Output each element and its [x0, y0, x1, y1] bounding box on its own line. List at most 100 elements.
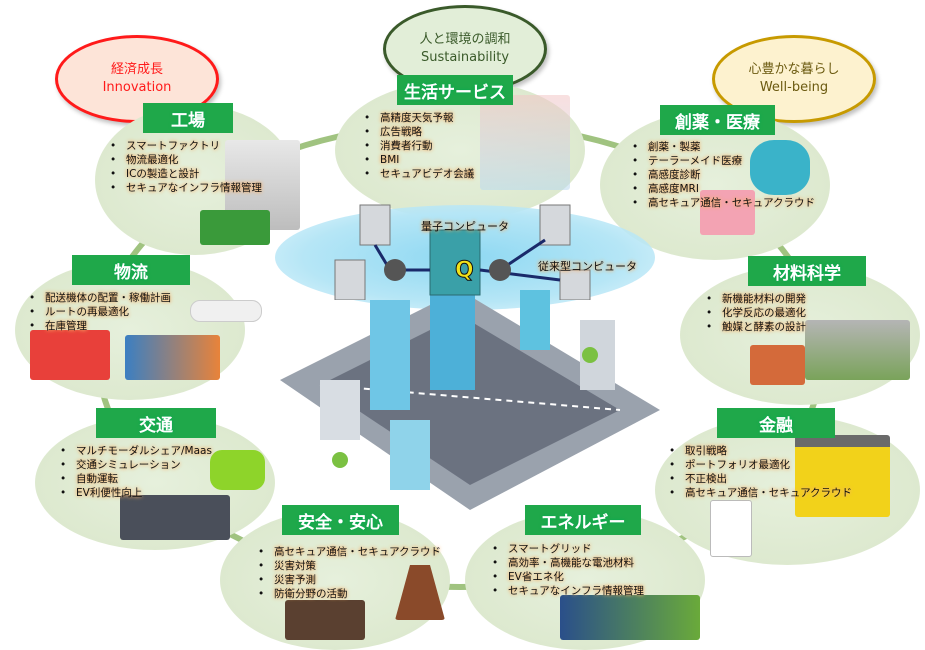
- list-item: 自動運転: [58, 472, 212, 486]
- value-sustainability-en: Sustainability: [420, 50, 510, 65]
- quantum-computer-label: 量子コンピュータ: [421, 220, 509, 233]
- ev-car-illustration: [210, 450, 265, 490]
- sector-title-drug-medical: 創薬・医療: [660, 105, 775, 135]
- list-item: 高効率・高機能な電池材料: [490, 556, 644, 570]
- smart-city-illustration: [280, 280, 660, 510]
- list-item-text: スマートグリッド: [508, 543, 592, 555]
- list-item: 高セキュア通信・セキュアクラウド: [256, 545, 441, 559]
- list-item-text: 広告戦略: [380, 126, 422, 138]
- sector-items-materials: 新機能材料の開発化学反応の最適化触媒と酵素の設計: [704, 292, 806, 334]
- value-wellbeing-en: Well-being: [759, 80, 829, 95]
- list-item-text: 自動運転: [76, 473, 118, 485]
- list-item: 高セキュア通信・セキュアクラウド: [630, 196, 815, 210]
- list-item: 災害予測: [256, 573, 441, 587]
- chemical-plant-illustration: [805, 320, 910, 380]
- sector-title-life-services: 生活サービス: [397, 75, 513, 105]
- list-item-text: ルートの再最適化: [45, 306, 129, 318]
- list-item: 触媒と酵素の設計: [704, 320, 806, 334]
- list-item-text: 高感度MRI: [648, 183, 699, 195]
- value-innovation-jp: 経済成長: [110, 62, 163, 77]
- list-item: マルチモーダルシェア/Maas: [58, 444, 212, 458]
- list-item-text: 取引戦略: [685, 445, 727, 457]
- factory-greenhouse: [200, 210, 270, 245]
- sector-title-transport: 交通: [96, 408, 216, 438]
- airplane-illustration: [190, 300, 262, 322]
- list-item-text: セキュアなインフラ情報管理: [126, 182, 262, 194]
- list-item-text: 高セキュア通信・セキュアクラウド: [685, 487, 853, 499]
- list-item: 取引戦略: [667, 444, 852, 458]
- value-wellbeing-jp: 心豊かな暮らし: [748, 62, 840, 77]
- list-item-text: 高効率・高機能な電池材料: [508, 557, 634, 569]
- list-item-text: テーラーメイド医療: [648, 155, 743, 167]
- list-item: 交通シミュレーション: [58, 458, 212, 472]
- server-icon: [359, 204, 391, 246]
- list-item-text: 交通シミュレーション: [76, 459, 181, 471]
- list-item-text: ICの製造と設計: [126, 168, 200, 180]
- list-item-text: 物流最適化: [126, 154, 179, 166]
- list-item: セキュアビデオ会議: [362, 167, 474, 181]
- sector-items-transport: マルチモーダルシェア/Maas 交通シミュレーション自動運転 EV利便性向上: [58, 444, 212, 500]
- list-item-text: EV省エネ化: [508, 571, 564, 583]
- list-item-text: 創薬・製薬: [648, 141, 701, 153]
- scientist-illustration: [750, 345, 805, 385]
- cargo-ship-illustration: [125, 335, 220, 380]
- sector-title-factory: 工場: [143, 103, 233, 133]
- list-item-text: スマートファクトリ: [126, 140, 221, 152]
- list-item-text: 化学反応の最適化: [722, 307, 806, 319]
- list-item-text: 高感度診断: [648, 169, 701, 181]
- list-item: スマートファクトリ: [108, 139, 262, 153]
- list-item: BMI: [362, 153, 474, 167]
- list-item-text: 高セキュア通信・セキュアクラウド: [648, 197, 816, 209]
- list-item-text: EV利便性向上: [76, 487, 143, 499]
- list-item: スマートグリッド: [490, 542, 644, 556]
- list-item-text: セキュアビデオ会議: [380, 168, 475, 180]
- list-item: 災害対策: [256, 559, 441, 573]
- list-item: 防衛分野の活動: [256, 587, 441, 601]
- sector-items-factory: スマートファクトリ物流最適化 ICの製造と設計セキュアなインフラ情報管理: [108, 139, 262, 195]
- sector-title-finance: 金融: [717, 408, 835, 438]
- sector-title-logistics: 物流: [72, 255, 190, 285]
- list-item: 配送機体の配置・稼働計画: [27, 291, 171, 305]
- list-item: 高精度天気予報: [362, 111, 474, 125]
- chart-board-illustration: [710, 500, 752, 557]
- server-icon: [334, 259, 366, 300]
- list-item: 在庫管理: [27, 319, 171, 333]
- list-item-text: マルチモーダルシェア/Maas: [76, 445, 212, 457]
- value-sustainability-jp: 人と環境の調和: [419, 32, 511, 47]
- parking-lot-illustration: [120, 495, 230, 540]
- solar-farm-illustration: [560, 595, 700, 640]
- router-icon: [489, 259, 511, 281]
- classical-computer-label: 従来型コンピュータ: [538, 260, 637, 273]
- server-icon: [559, 269, 591, 300]
- list-item-text: BMI: [380, 154, 400, 166]
- list-item: 高セキュア通信・セキュアクラウド: [667, 486, 852, 500]
- list-item-text: 在庫管理: [45, 320, 87, 332]
- server-icon: [539, 204, 571, 246]
- list-item: 物流最適化: [108, 153, 262, 167]
- quantum-computer-icon: [429, 229, 481, 296]
- sector-items-life-services: 高精度天気予報広告戦略消費者行動BMI セキュアビデオ会議: [362, 111, 474, 181]
- list-item: ICの製造と設計: [108, 167, 262, 181]
- list-item-text: 配送機体の配置・稼働計画: [45, 292, 171, 304]
- disaster-ground-illustration: [285, 600, 365, 640]
- list-item: 不正検出: [667, 472, 852, 486]
- sector-items-finance: 取引戦略ポートフォリオ最適化不正検出高セキュア通信・セキュアクラウド: [667, 444, 852, 500]
- list-item-text: 災害対策: [274, 560, 316, 572]
- sector-items-safety: 高セキュア通信・セキュアクラウド災害対策災害予測防衛分野の活動: [256, 545, 441, 601]
- list-item: ポートフォリオ最適化: [667, 458, 852, 472]
- sector-items-drug-medical: 創薬・製薬テーラーメイド医療高感度診断高感度MRI 高セキュア通信・セキュアクラウ…: [630, 140, 815, 210]
- computer-network: [334, 204, 591, 300]
- list-item-text: 防衛分野の活動: [274, 588, 348, 600]
- list-item-text: 触媒と酵素の設計: [722, 321, 806, 333]
- list-item: 創薬・製薬: [630, 140, 815, 154]
- list-item: セキュアなインフラ情報管理: [490, 584, 644, 598]
- list-item: EV利便性向上: [58, 486, 212, 500]
- sector-title-energy: エネルギー: [525, 505, 641, 535]
- list-item: 化学反応の最適化: [704, 306, 806, 320]
- list-item: EV省エネ化: [490, 570, 644, 584]
- list-item: 消費者行動: [362, 139, 474, 153]
- list-item-text: 不正検出: [685, 473, 727, 485]
- list-item-text: 災害予測: [274, 574, 316, 586]
- router-icon: [384, 259, 406, 281]
- warehouse-illustration: [30, 330, 110, 380]
